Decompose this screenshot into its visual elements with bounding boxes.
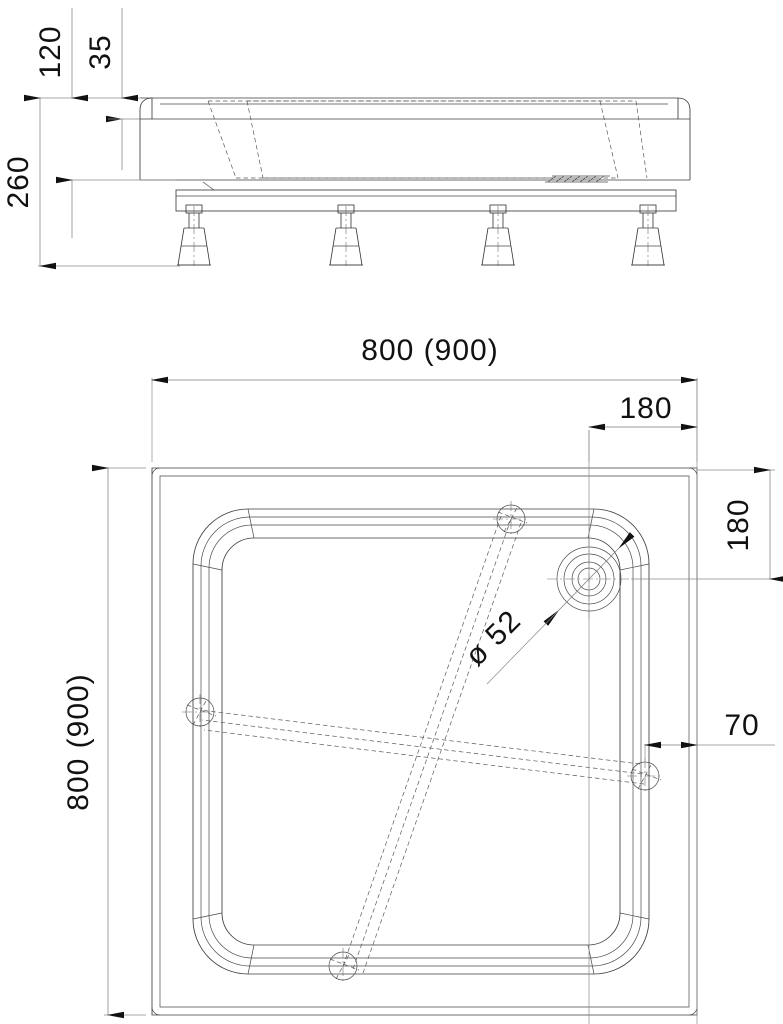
leg-pad-top — [493, 501, 529, 537]
elevation-tray-body — [139, 97, 691, 181]
dimension-260: 260 — [2, 94, 56, 270]
dimension-120: 120 — [34, 8, 88, 238]
leg-pad-bottom — [325, 948, 361, 984]
dimension-y-180: 180 — [631, 466, 783, 583]
dimension-label-120: 120 — [34, 25, 67, 78]
leg-pad-right — [627, 758, 663, 794]
leg-pad-left — [182, 694, 218, 730]
dimension-label-y180: 180 — [722, 498, 755, 551]
plan-inner-bowl — [192, 508, 650, 975]
plan-drain-diameter-callout: ø 52 — [459, 532, 635, 685]
leg-3 — [481, 204, 515, 266]
elevation-support-rail — [175, 189, 677, 212]
plan-leg-pads — [182, 501, 663, 984]
dimension-depth-800: 800 (900) — [62, 464, 146, 1019]
leg-1 — [177, 204, 211, 266]
dimension-label-70: 70 — [724, 709, 759, 742]
elevation-view: 260 120 35 — [2, 8, 691, 270]
plan-view: ø 52 800 (900) 180 800 (900) — [62, 334, 783, 1024]
dimension-width-800: 800 (900) — [151, 334, 698, 462]
elevation-legs-group — [177, 204, 665, 266]
elevation-hidden-bowl-lines — [202, 100, 648, 191]
dimension-70: 70 — [644, 709, 775, 760]
dimension-label-width: 800 (900) — [361, 334, 498, 367]
dimension-label-x180: 180 — [619, 392, 672, 425]
dimension-label-35: 35 — [84, 34, 117, 69]
dimension-label-drain-diameter: ø 52 — [459, 604, 528, 673]
dimension-x-180: 180 — [588, 392, 698, 462]
dimension-35: 35 — [84, 8, 140, 170]
plan-bowl-corner-ticks — [192, 508, 650, 975]
leg-2 — [329, 204, 363, 266]
dimension-label-260: 260 — [2, 155, 35, 208]
plan-diagonal-rails — [199, 515, 645, 974]
leg-4 — [631, 204, 665, 266]
elevation-dimensions: 260 120 35 — [2, 8, 180, 270]
elevation-drain-hatch — [545, 175, 610, 183]
plan-outer-outline — [151, 467, 698, 1016]
dimension-label-depth: 800 (900) — [62, 673, 95, 810]
plan-dimensions: 800 (900) 180 800 (900) 180 — [62, 334, 783, 1024]
